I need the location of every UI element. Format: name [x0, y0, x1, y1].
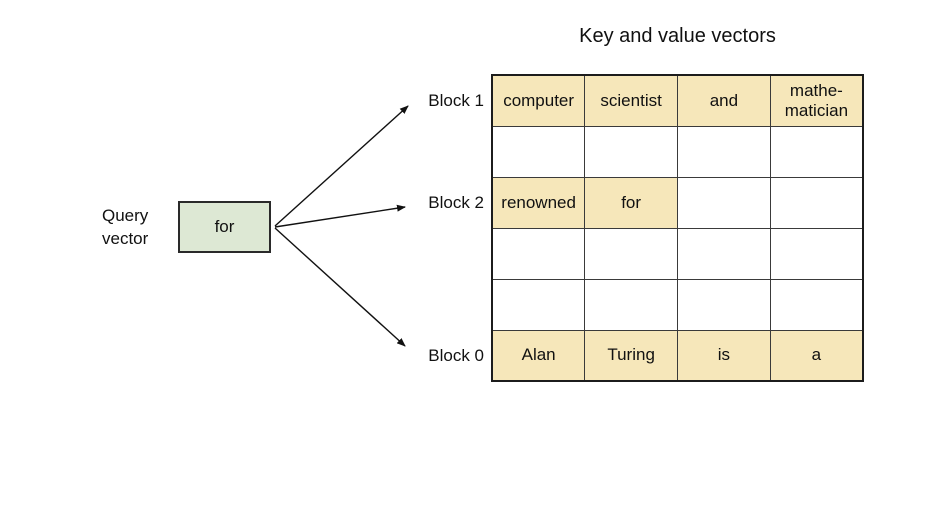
kv-cell-r3-c2 — [677, 227, 771, 280]
kv-cell-r2-c2 — [677, 176, 771, 229]
kv-cell-r3-c0 — [491, 227, 586, 280]
kv-cell-r3-c1 — [584, 227, 678, 280]
kv-cell-r5-c3: a — [769, 329, 864, 382]
query-vector-label: Query vector — [102, 206, 149, 248]
query-token-text: for — [214, 217, 235, 236]
kv-cell-r4-c1 — [584, 278, 678, 331]
kv-cell-r1-c0 — [491, 125, 586, 178]
diagram-title: Key and value vectors — [579, 25, 776, 47]
kv-table-row-4 — [491, 278, 864, 331]
kv-cell-r3-c3 — [769, 227, 864, 280]
kv-cell-r1-c1 — [584, 125, 678, 178]
kv-cell-r1-c2 — [677, 125, 771, 178]
kv-cell-r5-c1: Turing — [584, 329, 678, 382]
kv-cell-r5-c0: Alan — [491, 329, 586, 382]
kv-cell-r0-c0: computer — [491, 74, 586, 127]
kv-table-row-1 — [491, 125, 864, 178]
block-1-label: Block 1 — [428, 91, 484, 110]
kv-cell-r4-c0 — [491, 278, 586, 331]
arrow-to-block-0-icon — [274, 227, 406, 347]
kv-cell-r2-c1: for — [584, 176, 678, 229]
kv-cell-r4-c2 — [677, 278, 771, 331]
block-2-label: Block 2 — [428, 193, 484, 212]
kv-cell-r0-c1: scientist — [584, 74, 678, 127]
kv-cell-r2-c3 — [769, 176, 864, 229]
kv-cell-r0-c2: and — [677, 74, 771, 127]
query-vector-box: for — [178, 201, 271, 253]
kv-cell-r2-c0: renowned — [491, 176, 586, 229]
kv-cell-r0-c3: mathe- matician — [769, 74, 864, 127]
kv-cell-r4-c3 — [769, 278, 864, 331]
kv-cell-r5-c2: is — [677, 329, 771, 382]
kv-cell-r1-c3 — [769, 125, 864, 178]
block-0-label: Block 0 — [428, 346, 484, 365]
kv-table-row-3 — [491, 227, 864, 280]
